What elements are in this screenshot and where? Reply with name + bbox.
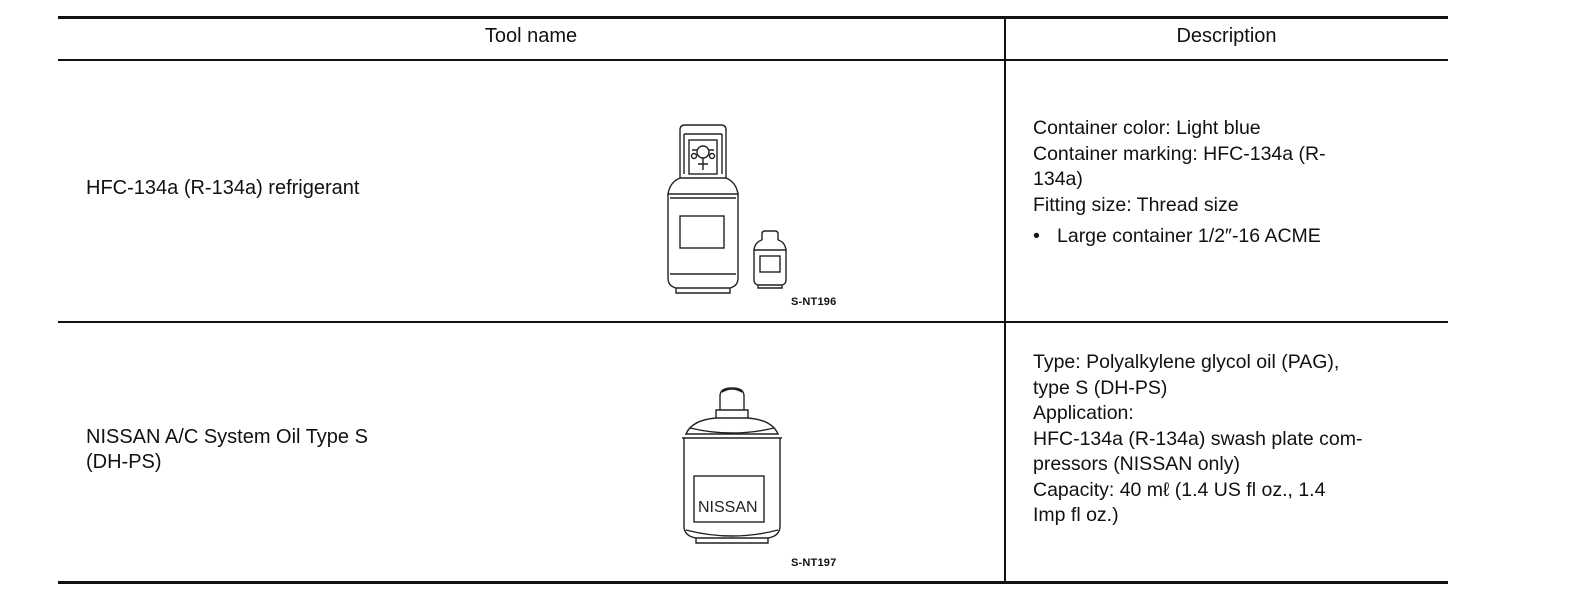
- description-refrigerant: Container color: Light blue Container ma…: [1033, 116, 1433, 250]
- description-oil: Type: Polyalkylene glycol oil (PAG), typ…: [1033, 350, 1433, 529]
- refrigerant-cylinder-illustration: [658, 120, 808, 295]
- description-line: Capacity: 40 mℓ (1.4 US fl oz., 1.4: [1033, 478, 1326, 501]
- header-divider-rule: [58, 59, 1448, 61]
- table-bottom-rule: [58, 581, 1448, 584]
- oil-can-illustration: NISSAN: [670, 384, 800, 549]
- tool-name-refrigerant: HFC-134a (R-134a) refrigerant: [86, 176, 359, 201]
- figure-code-refrigerant: S-NT196: [791, 296, 837, 308]
- description-line: Application:: [1033, 402, 1134, 424]
- description-line: Container marking: HFC-134a (R-: [1033, 142, 1326, 165]
- table-top-rule: [58, 16, 1448, 19]
- bullet-icon: •: [1033, 225, 1040, 247]
- description-line: pressors (NISSAN only): [1033, 453, 1240, 475]
- oil-can-brand-label: NISSAN: [698, 499, 758, 516]
- description-line: Container color: Light blue: [1033, 117, 1261, 139]
- figure-code-oil: S-NT197: [791, 557, 837, 569]
- description-line: HFC-134a (R-134a) swash plate com-: [1033, 427, 1363, 450]
- tool-name-line: HFC-134a (R-134a) refrigerant: [86, 177, 360, 199]
- oil-can-icon: NISSAN: [682, 387, 782, 544]
- description-line: Fitting size: Thread size: [1033, 193, 1239, 216]
- refrigerant-cylinder-icon: [667, 124, 787, 294]
- special-service-tools-table: Tool name Description HFC-134a (R-134a) …: [58, 16, 1448, 584]
- column-header-tool-name: Tool name: [484, 25, 578, 47]
- description-bullet-item: • Large container 1/2″-16 ACME: [1033, 224, 1433, 250]
- tool-name-oil: NISSAN A/C System Oil Type S (DH-PS): [86, 425, 368, 475]
- description-line: Type: Polyalkylene glycol oil (PAG),: [1033, 351, 1340, 373]
- description-line: Imp fl oz.): [1033, 504, 1119, 526]
- column-divider: [1004, 16, 1006, 584]
- row-divider-rule: [58, 321, 1448, 323]
- description-bullet-text: Large container 1/2″-16 ACME: [1057, 225, 1321, 247]
- tool-name-line: NISSAN A/C System Oil Type S: [86, 426, 368, 448]
- column-header-description: Description: [1176, 25, 1277, 47]
- tool-name-line: (DH-PS): [86, 451, 162, 473]
- description-line: type S (DH-PS): [1033, 376, 1168, 399]
- description-line: 134a): [1033, 168, 1083, 190]
